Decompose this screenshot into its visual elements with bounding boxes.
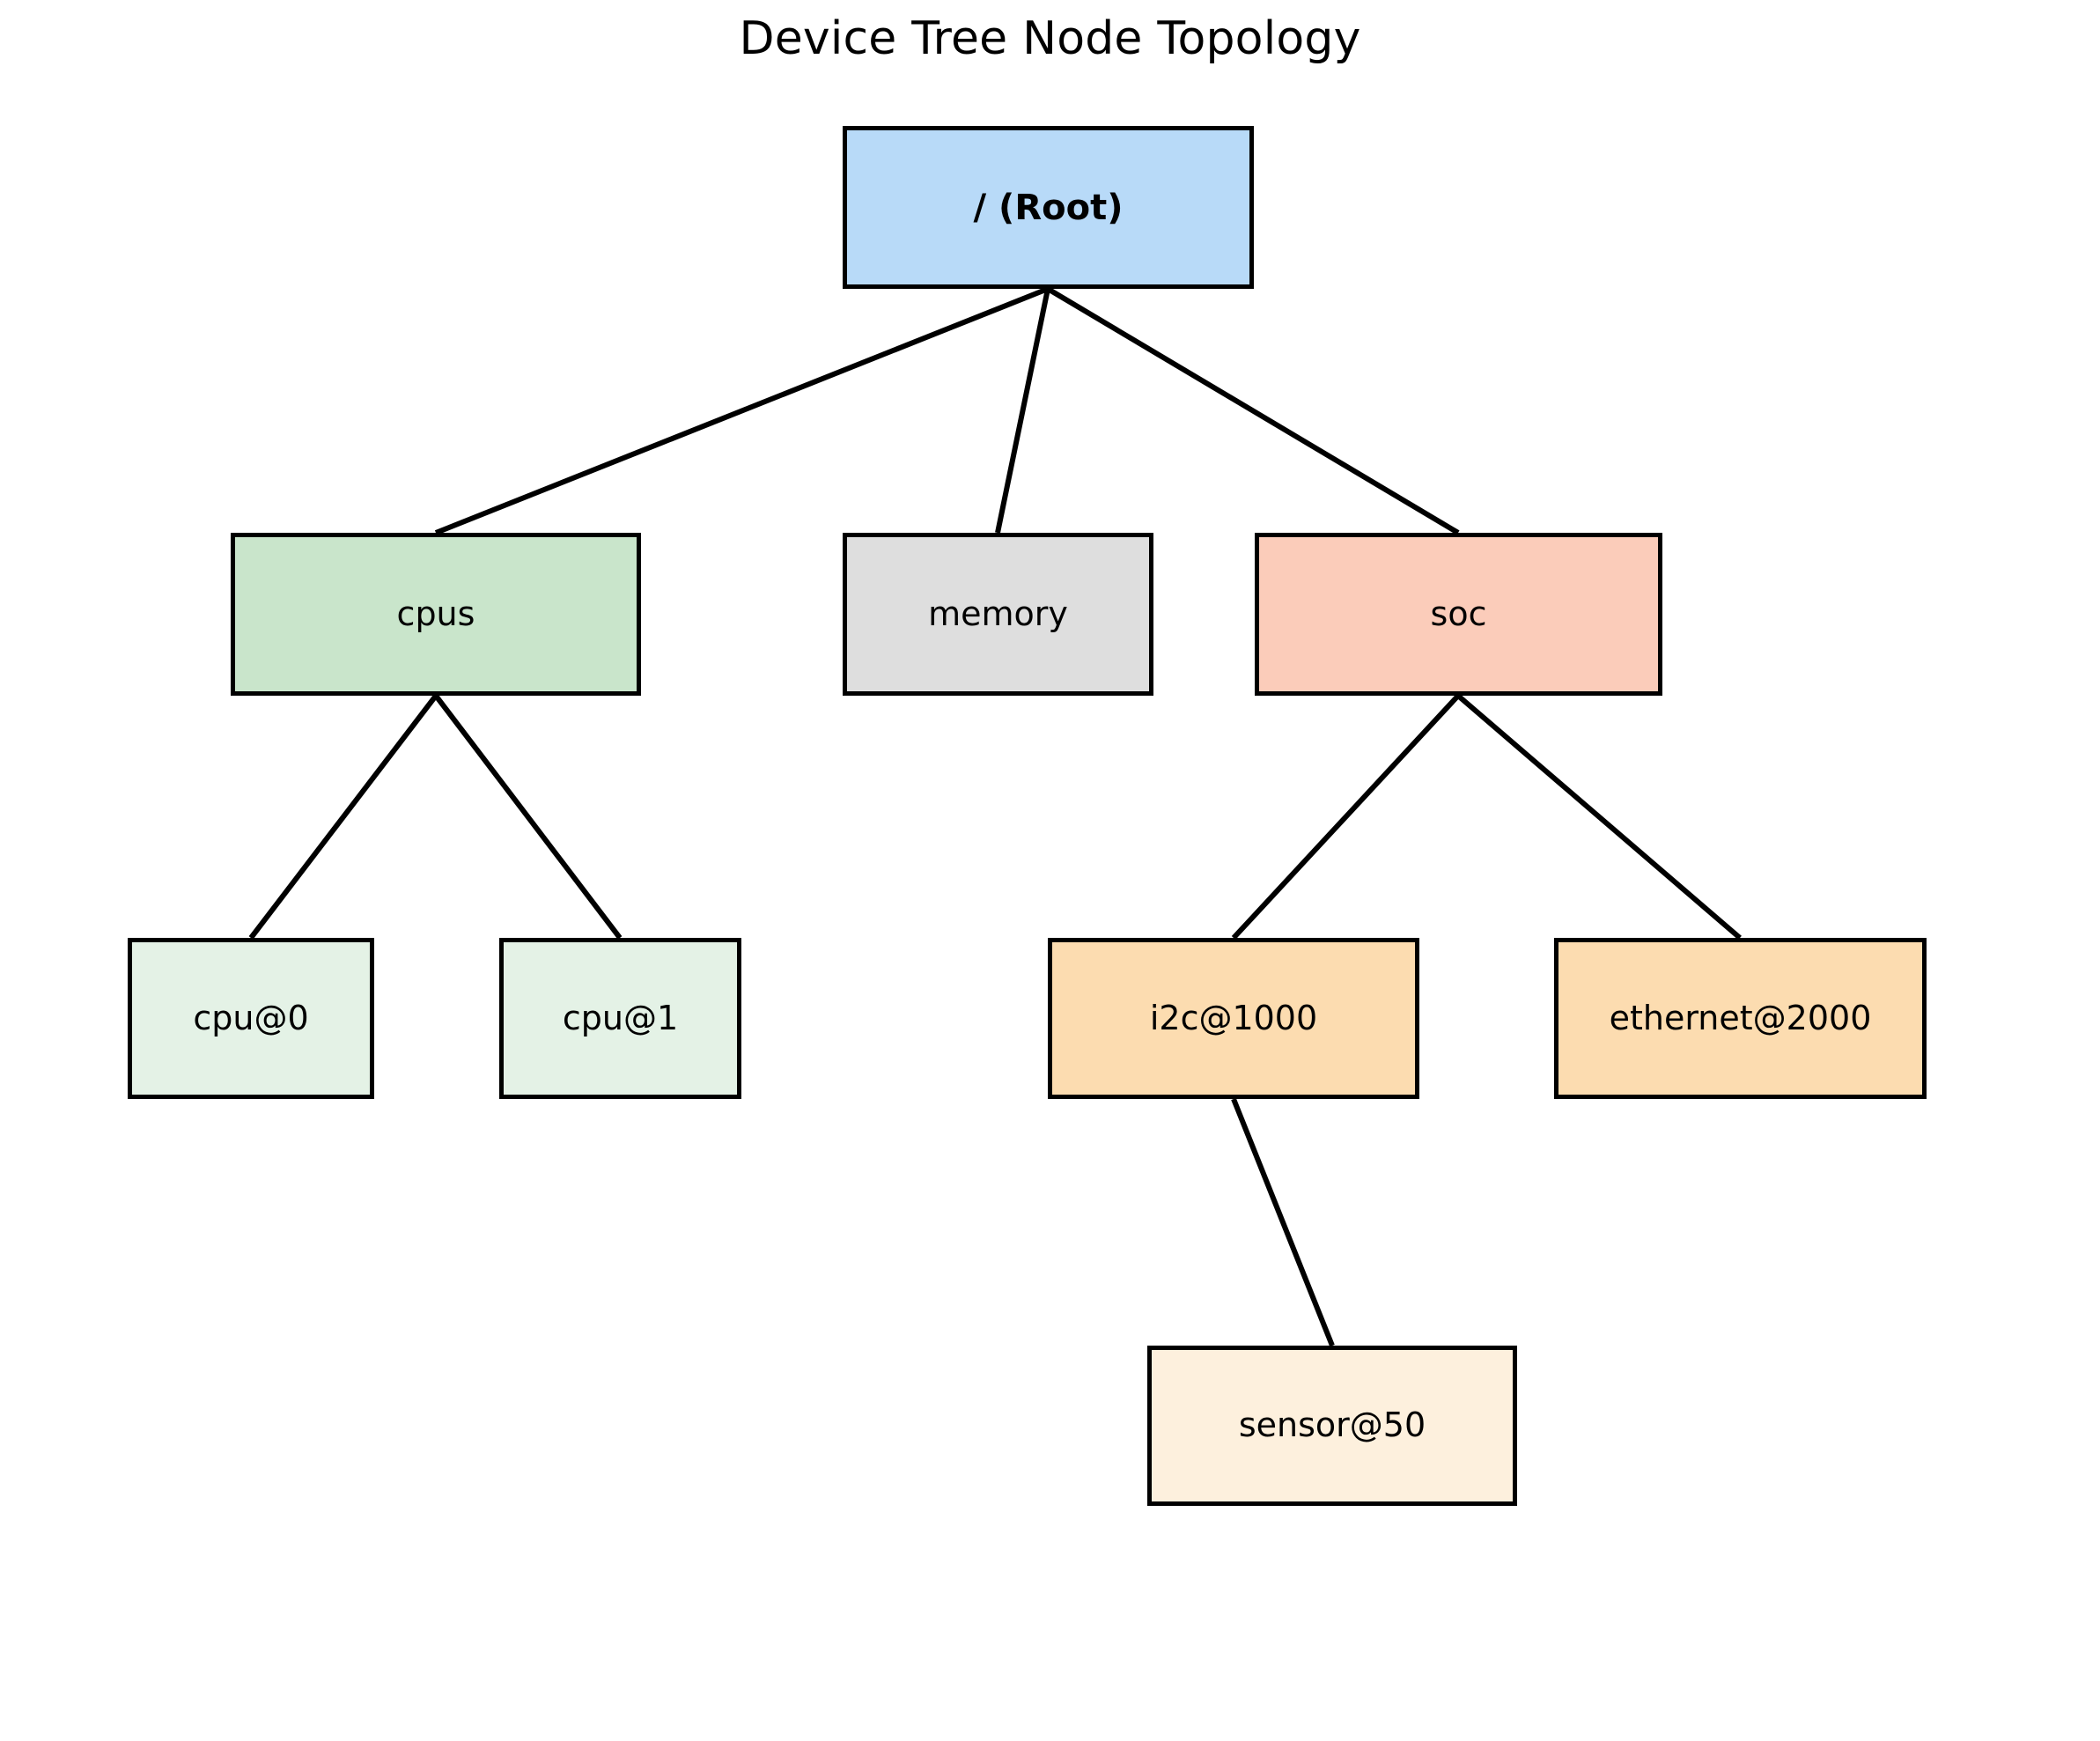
tree-edge-soc-to-i2c [1231,693,1461,941]
tree-node-root[interactable]: / (Root) [843,126,1254,289]
tree-node-memory[interactable]: memory [843,533,1153,696]
tree-node-label-sensor: sensor@50 [1238,1405,1426,1445]
tree-node-label-cpu0: cpu@0 [193,998,309,1037]
tree-edge-i2c-to-sensor [1231,1097,1335,1347]
page-title: Device Tree Node Topology [739,12,1361,65]
tree-edge-root-to-cpus [434,286,1050,535]
tree-node-label-i2c: i2c@1000 [1149,998,1318,1037]
tree-node-cpus[interactable]: cpus [231,533,641,696]
tree-node-i2c[interactable]: i2c@1000 [1048,938,1419,1099]
tree-edge-root-to-memory [995,288,1050,534]
tree-node-label-root: / (Root) [973,187,1124,228]
tree-edge-cpus-to-cpu1 [433,694,623,940]
tree-node-ethernet[interactable]: ethernet@2000 [1554,938,1927,1099]
tree-node-sensor[interactable]: sensor@50 [1147,1346,1517,1506]
tree-node-label-memory: memory [928,594,1068,633]
tree-edge-soc-to-ethernet [1456,693,1742,941]
tree-edge-root-to-soc [1046,286,1460,535]
tree-edge-cpus-to-cpu0 [248,694,438,940]
tree-node-label-cpus: cpus [396,594,475,633]
tree-node-label-cpu1: cpu@1 [562,998,679,1037]
tree-node-label-ethernet: ethernet@2000 [1609,998,1872,1037]
tree-node-label-soc: soc [1430,594,1487,633]
tree-node-cpu1[interactable]: cpu@1 [499,938,741,1099]
tree-node-cpu0[interactable]: cpu@0 [128,938,374,1099]
tree-node-soc[interactable]: soc [1255,533,1662,696]
